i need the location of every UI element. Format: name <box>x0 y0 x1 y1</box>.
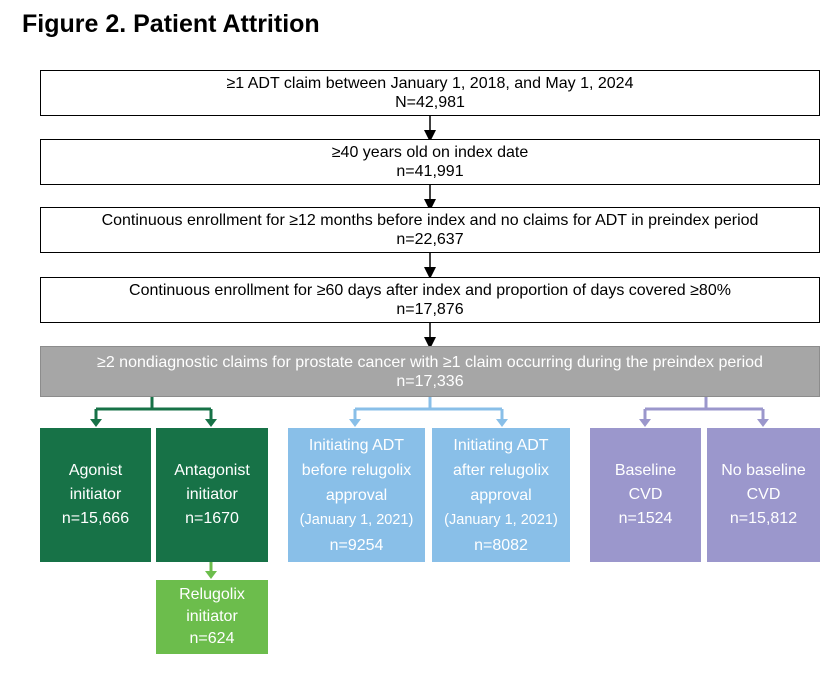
after-count: n=8082 <box>474 536 528 554</box>
before-label-2: before relugolix <box>301 461 412 479</box>
stage-2-criterion: ≥40 years old on index date <box>331 144 529 161</box>
stage-5-box: ≥2 nondiagnostic claims for prostate can… <box>40 346 820 397</box>
before-label-date: (January 1, 2021) <box>299 511 414 528</box>
arrow-to-agonist <box>90 419 102 427</box>
before-count: n=9254 <box>329 536 384 554</box>
relugolix-initiator-box: Relugolix initiator n=624 <box>156 580 268 654</box>
arrow-to-baseline <box>639 419 651 427</box>
antagonist-label-1: Antagonist <box>174 462 250 479</box>
agonist-count: n=15,666 <box>61 510 130 527</box>
after-label-date: (January 1, 2021) <box>444 511 558 528</box>
agonist-label-2: initiator <box>69 486 122 503</box>
stage-2-box: ≥40 years old on index date n=41,991 <box>40 139 820 185</box>
baseline-label-2: CVD <box>628 486 663 503</box>
nobaseline-label-1: No baseline <box>721 462 806 479</box>
after-label-1: Initiating ADT <box>453 436 549 454</box>
before-label-3: approval <box>325 486 388 504</box>
nobaseline-count: n=15,812 <box>729 510 798 527</box>
stage-1-box: ≥1 ADT claim between January 1, 2018, an… <box>40 70 820 116</box>
stage-4-criterion: Continuous enrollment for ≥60 days after… <box>129 282 731 299</box>
baseline-count: n=1524 <box>618 510 673 527</box>
stage-3-count: n=22,637 <box>396 231 464 248</box>
stage-4-count: n=17,876 <box>396 301 464 318</box>
nobaseline-label-2: CVD <box>746 486 781 503</box>
antagonist-count: n=1670 <box>185 510 239 527</box>
relugolix-label-2: initiator <box>186 608 238 625</box>
stage-1-criterion: ≥1 ADT claim between January 1, 2018, an… <box>226 75 634 92</box>
arrow-to-nobaseline <box>757 419 769 427</box>
arrow-to-antagonist <box>205 419 217 427</box>
baseline-label-1: Baseline <box>614 462 677 479</box>
stage-2-count: n=41,991 <box>396 163 464 180</box>
stage-5-count: n=17,336 <box>396 372 464 390</box>
before-relugolix-box: Initiating ADT before relugolix approval… <box>288 428 425 562</box>
arrow-to-after <box>496 419 508 427</box>
stage-3-box: Continuous enrollment for ≥12 months bef… <box>40 207 820 253</box>
arrow-to-before <box>349 419 361 427</box>
after-label-3: approval <box>470 486 532 504</box>
antagonist-initiator-box: Antagonist initiator n=1670 <box>156 428 268 562</box>
after-relugolix-box: Initiating ADT after relugolix approval … <box>432 428 570 562</box>
stage-1-count: N=42,981 <box>395 94 465 111</box>
blue-branch-connector <box>353 397 504 420</box>
stage-4-box: Continuous enrollment for ≥60 days after… <box>40 277 820 323</box>
figure-title: Figure 2. Patient Attrition <box>22 10 320 38</box>
before-label-1: Initiating ADT <box>308 436 405 454</box>
relugolix-count: n=624 <box>189 630 235 647</box>
no-baseline-cvd-box: No baseline CVD n=15,812 <box>707 428 820 562</box>
green-branch-connector <box>94 397 213 420</box>
stage-5-criterion: ≥2 nondiagnostic claims for prostate can… <box>97 353 763 371</box>
baseline-cvd-box: Baseline CVD n=1524 <box>590 428 701 562</box>
agonist-label-1: Agonist <box>68 462 123 479</box>
arrow-to-relugolix <box>205 571 217 579</box>
relugolix-label-1: Relugolix <box>179 586 245 603</box>
purple-branch-connector <box>643 397 765 420</box>
after-label-2: after relugolix <box>452 461 550 479</box>
antagonist-label-2: initiator <box>186 486 238 503</box>
stage-3-criterion: Continuous enrollment for ≥12 months bef… <box>101 212 759 229</box>
agonist-initiator-box: Agonist initiator n=15,666 <box>40 428 151 562</box>
